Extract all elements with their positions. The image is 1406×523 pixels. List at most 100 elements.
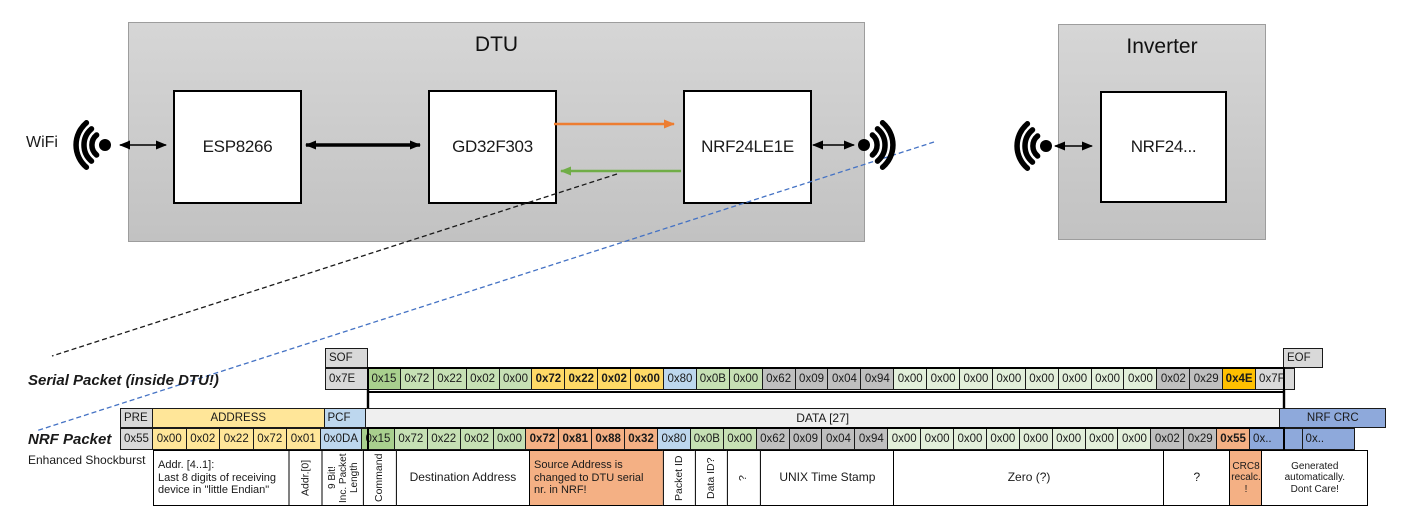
node-gd32f303: GD32F303 <box>428 90 557 204</box>
inverter-title: Inverter <box>1126 35 1198 58</box>
nrf-byte-cell: 0x00 <box>1018 428 1053 450</box>
dtu-title: DTU <box>474 33 519 56</box>
nrf-byte-cell: 0x72 <box>525 428 560 450</box>
nrf-header-cell: PRE <box>120 408 153 428</box>
serial-byte-cell: 0x02 <box>597 368 632 390</box>
inverter-container: Inverter <box>1058 24 1266 240</box>
serial-byte-cell: 0x80 <box>663 368 697 390</box>
serial-byte-cell: 0x00 <box>959 368 993 390</box>
serial-byte-cell: 0x04 <box>827 368 862 390</box>
nrf-byte-cell: 0x22 <box>426 428 461 450</box>
serial-byte-cell: 0x00 <box>498 368 533 390</box>
nrf-byte-cell: 0x81 <box>558 428 593 450</box>
serial-byte-cell: 0x15 <box>367 368 401 390</box>
nrf-byte-cell: 0x94 <box>854 428 889 450</box>
nrf-byte-cell: 0x62 <box>755 428 790 450</box>
annotation-cell: Destination Address <box>395 450 531 506</box>
nrf-byte-cell: 0x80 <box>657 428 691 450</box>
serial-byte-cell: 0x00 <box>1024 368 1059 390</box>
nrf-byte-cell: 0x02 <box>185 428 220 450</box>
annotation-cell: Addr.[0] <box>289 450 324 506</box>
serial-byte-cell: 0x00 <box>991 368 1026 390</box>
nrf-byte-cell: 0x55 <box>120 428 153 450</box>
serial-byte-cell: 0x00 <box>893 368 928 390</box>
sof-header: SOF <box>325 348 368 368</box>
nrf-byte-cell: 0x02 <box>459 428 494 450</box>
nrf-annotation-row: Addr. [4..1]: Last 8 digits of receiving… <box>153 450 1369 506</box>
node-esp8266: ESP8266 <box>173 90 302 204</box>
nrf-header-cell: NRF CRC <box>1279 408 1387 428</box>
nrf-header-cell: ADDRESS <box>152 408 325 428</box>
node-nrf24le1e: NRF24LE1E <box>683 90 812 204</box>
annotation-cell: ? <box>1162 450 1231 506</box>
serial-byte-cell: 0x02 <box>1156 368 1191 390</box>
annotation-cell: Addr. [4..1]: Last 8 digits of receiving… <box>153 450 291 506</box>
annotation-cell: 9 Bit! Inc. Packet Length <box>322 450 365 506</box>
nrf-byte-cell: 0x72 <box>393 428 428 450</box>
node-inverter-nrf24-label: NRF24... <box>1130 137 1197 156</box>
nrf-byte-cell: 0x15 <box>361 428 395 450</box>
annotation-cell: UNIX Time Stamp <box>759 450 896 506</box>
nrf-byte-cell: 0x55 <box>1216 428 1251 450</box>
nrf-byte-cell: 0x00 <box>920 428 955 450</box>
annotation-cell: Data ID? <box>695 450 730 506</box>
annotation-cell: Source Address is changed to DTU serial … <box>529 450 665 506</box>
serial-byte-cell: 0x22 <box>432 368 467 390</box>
annotation-cell: Zero (?) <box>893 450 1165 506</box>
wifi-label: WiFi <box>26 134 58 151</box>
annotation-cell: CRC8 recalc. ! <box>1229 450 1263 506</box>
node-esp8266-label: ESP8266 <box>202 137 273 156</box>
nrf-byte-cell: 0x22 <box>219 428 254 450</box>
nrf-byte-cell: 0x.. <box>1249 428 1303 450</box>
node-nrf24le1e-label: NRF24LE1E <box>701 137 794 156</box>
nrf-byte-cell: 0x72 <box>252 428 287 450</box>
nrf-byte-cell: 0x00 <box>722 428 757 450</box>
serial-byte-cell: 0x0B <box>695 368 730 390</box>
nrf-header-cell: DATA [27] <box>365 408 1281 428</box>
node-gd32f303-label: GD32F303 <box>452 137 533 156</box>
serial-byte-cell: 0x02 <box>465 368 500 390</box>
annotation-cell: Packet ID <box>662 450 697 506</box>
serial-byte-cell: 0x00 <box>1057 368 1092 390</box>
serial-byte-cell: 0x09 <box>794 368 829 390</box>
nrf-byte-cell: 0x00 <box>887 428 922 450</box>
serial-byte-cell: 0x00 <box>926 368 961 390</box>
nrf-byte-cell: 0x02 <box>1150 428 1185 450</box>
nrf-byte-cell: 0x00 <box>492 428 527 450</box>
annotation-cell: ? <box>727 450 762 506</box>
nrf-byte-cell: 0x0DA <box>319 428 362 450</box>
nrf-byte-cell: 0x00 <box>953 428 987 450</box>
nrf-byte-cell: 0x00 <box>152 428 187 450</box>
nrf-byte-cell: 0x00 <box>985 428 1020 450</box>
serial-byte-cell: 0x00 <box>728 368 763 390</box>
nrf-packet-label: NRF Packet <box>28 431 112 448</box>
serial-byte-cell: 0x00 <box>1090 368 1125 390</box>
enhanced-shockburst-label: Enhanced Shockburst <box>28 453 146 467</box>
nrf-byte-cell: 0x.. <box>1301 428 1356 450</box>
annotation-cell: Generated automatically. Dont Care! <box>1261 450 1369 506</box>
nrf-byte-cell: 0x09 <box>788 428 823 450</box>
eof-header: EOF <box>1283 348 1323 368</box>
nrf-byte-cell: 0x29 <box>1183 428 1218 450</box>
nrf-byte-cell: 0x0B <box>689 428 724 450</box>
nrf-header-cell: PCF <box>323 408 366 428</box>
serial-byte-cell: 0x4E <box>1222 368 1257 390</box>
serial-byte-cell: 0x7F <box>1255 368 1296 390</box>
serial-packet-label: Serial Packet (inside DTU!) <box>28 372 219 389</box>
nrf-byte-cell: 0x88 <box>591 428 626 450</box>
serial-byte-cell: 0x72 <box>531 368 566 390</box>
nrf-byte-cell: 0x00 <box>1051 428 1086 450</box>
serial-byte-cell: 0x62 <box>761 368 796 390</box>
serial-byte-cell: 0x29 <box>1189 368 1224 390</box>
serial-byte-cell: 0x22 <box>564 368 599 390</box>
nrf-byte-cell: 0x32 <box>624 428 659 450</box>
serial-byte-cell: 0x00 <box>1123 368 1158 390</box>
nrf-byte-cell: 0x00 <box>1117 428 1152 450</box>
node-inverter-nrf24: NRF24... <box>1100 91 1227 203</box>
nrf-byte-cell: 0x04 <box>821 428 856 450</box>
annotation-cell: Command <box>362 450 397 506</box>
